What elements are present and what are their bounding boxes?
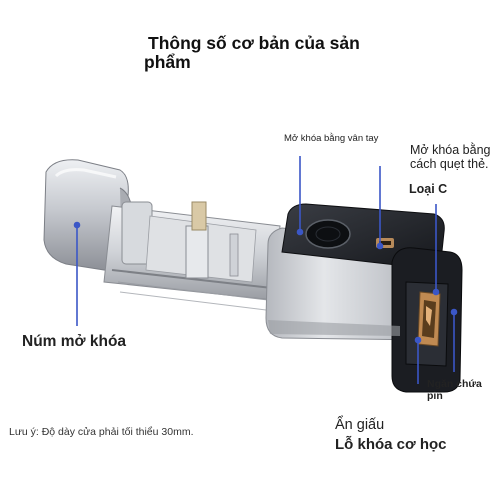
lock-cylinder [103, 201, 281, 311]
page-title: Thông số cơ bản của sản phẩm [144, 33, 408, 72]
usb-c-port-icon [417, 291, 441, 347]
callout-type-c: Loại C [409, 182, 448, 196]
callout-battery: Ngăn chứa pin [427, 378, 482, 402]
callout-hidden: Ẩn giấu [335, 417, 385, 433]
leader-knob-dot [73, 221, 81, 229]
callout-knob: Núm mở khóa [22, 333, 127, 350]
leader-card-dot [376, 242, 384, 250]
leader-lines [73, 156, 458, 384]
title-line-2: phẩm [144, 52, 191, 72]
fingerprint-sensor-icon [305, 219, 351, 249]
leader-typec-dot [432, 288, 440, 296]
callout-card: Mở khóa bằng cách quẹt thẻ. [410, 143, 491, 171]
door-thickness-note: Lưu ý: Độ dày cửa phải tối thiểu 30mm. [9, 426, 194, 438]
title-line-1: Thông số cơ bản của sản [148, 33, 360, 53]
leader-battery-dot [450, 308, 458, 316]
callout-fingerprint: Mở khóa bằng vân tay [284, 133, 379, 144]
callout-mechanical-keyhole: Lỗ khóa cơ học [335, 436, 447, 453]
lock-housing [265, 203, 463, 393]
leader-fingerprint-dot [296, 228, 304, 236]
leader-mechanical-dot [414, 336, 422, 344]
